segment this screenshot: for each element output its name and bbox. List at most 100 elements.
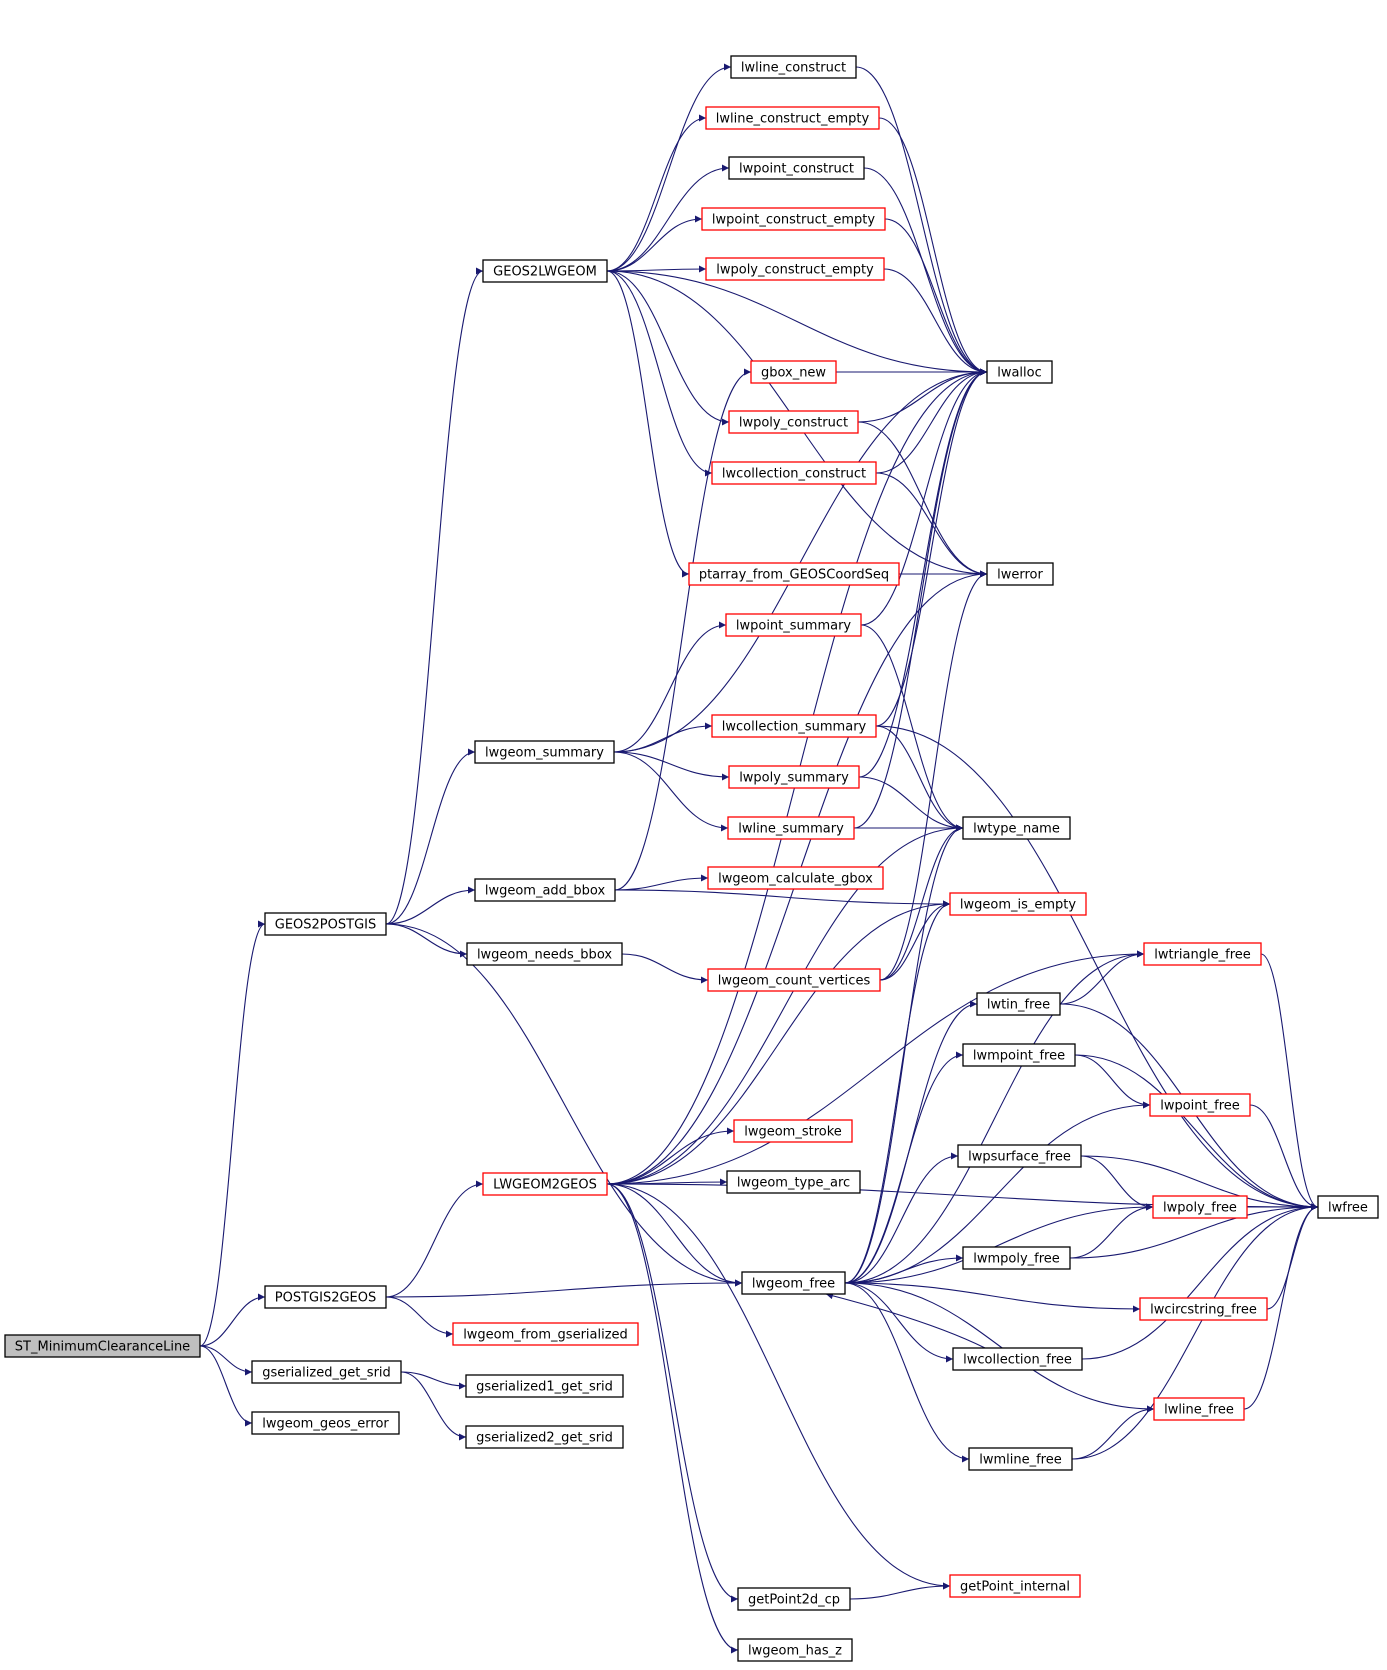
node-lwcollection_construct[interactable]: lwcollection_construct	[711, 461, 877, 485]
edge-LWGEOM2GEOS-to-lwgeom_free	[606, 1183, 743, 1287]
node-lwpoly_free[interactable]: lwpoly_free	[1152, 1195, 1248, 1219]
node-box	[711, 461, 877, 485]
node-label: lwpoly_summary	[739, 771, 849, 786]
node-getPoint_internal[interactable]: getPoint_internal	[949, 1574, 1081, 1598]
node-LWGEOM2GEOS[interactable]: LWGEOM2GEOS	[482, 1172, 608, 1196]
edge-lwtriangle_free-to-lwfree	[1260, 953, 1319, 1211]
node-ptarray_from_GEOSCoordSeq[interactable]: ptarray_from_GEOSCoordSeq	[688, 562, 900, 586]
node-lwerror[interactable]: lwerror	[986, 562, 1054, 586]
node-lwfree[interactable]: lwfree	[1317, 1195, 1379, 1219]
node-lwtriangle_free[interactable]: lwtriangle_free	[1143, 942, 1262, 966]
node-lwgeom_stroke[interactable]: lwgeom_stroke	[733, 1119, 853, 1143]
edge-lwgeom_summary-to-lwalloc	[613, 368, 988, 753]
node-lwgeom_needs_bbox[interactable]: lwgeom_needs_bbox	[466, 942, 623, 966]
node-label: LWGEOM2GEOS	[493, 1178, 597, 1193]
edge-lwgeom_free-to-lwpoly_free	[844, 1203, 1154, 1284]
node-gserialized2_get_srid[interactable]: gserialized2_get_srid	[465, 1425, 624, 1449]
node-lwcircstring_free[interactable]: lwcircstring_free	[1139, 1297, 1268, 1321]
edge-lwline_construct-to-lwalloc	[855, 66, 988, 376]
node-POSTGIS2GEOS[interactable]: POSTGIS2GEOS	[264, 1285, 387, 1309]
node-lwgeom_type_arc[interactable]: lwgeom_type_arc	[726, 1170, 861, 1194]
node-gbox_new[interactable]: gbox_new	[750, 360, 837, 384]
node-lwgeom_calculate_gbox[interactable]: lwgeom_calculate_gbox	[707, 866, 884, 890]
node-lwpoint_construct_empty[interactable]: lwpoint_construct_empty	[701, 207, 886, 231]
node-box	[949, 892, 1087, 916]
node-lwline_summary[interactable]: lwline_summary	[727, 816, 855, 840]
node-lwmpoint_free[interactable]: lwmpoint_free	[962, 1043, 1076, 1067]
node-gserialized_get_srid[interactable]: gserialized_get_srid	[251, 1360, 402, 1384]
node-label: lwpoint_summary	[736, 619, 852, 634]
node-box	[4, 1334, 201, 1358]
edge-lwgeom_count_vertices-to-lwgeom_is_empty	[879, 900, 951, 981]
edge-lwgeom_free-to-lwgeom_is_empty	[844, 900, 951, 1284]
edge-GEOS2LWGEOM-to-ptarray_from_GEOSCoordSeq	[606, 270, 690, 578]
node-ST_MinimumClearanceLine[interactable]: ST_MinimumClearanceLine	[4, 1334, 201, 1358]
node-label: ST_MinimumClearanceLine	[15, 1340, 190, 1355]
edge-LWGEOM2GEOS-to-getPoint2d_cp	[606, 1183, 739, 1603]
node-lwcollection_summary[interactable]: lwcollection_summary	[711, 714, 877, 738]
node-label: lwgeom_summary	[485, 746, 604, 761]
node-label: lwline_construct	[741, 61, 846, 76]
node-GEOS2LWGEOM[interactable]: GEOS2LWGEOM	[482, 259, 608, 283]
node-box	[482, 259, 608, 283]
node-lwgeom_from_gserialized[interactable]: lwgeom_from_gserialized	[452, 1322, 639, 1346]
node-lwgeom_has_z[interactable]: lwgeom_has_z	[737, 1638, 853, 1662]
node-box	[725, 613, 862, 637]
node-box	[707, 866, 884, 890]
node-box	[737, 1638, 853, 1662]
node-lwline_free[interactable]: lwline_free	[1153, 1397, 1245, 1421]
node-lwalloc[interactable]: lwalloc	[986, 360, 1053, 384]
node-lwgeom_free[interactable]: lwgeom_free	[741, 1271, 846, 1295]
node-box	[949, 1574, 1081, 1598]
node-lwline_construct[interactable]: lwline_construct	[730, 55, 857, 79]
node-lwpoint_summary[interactable]: lwpoint_summary	[725, 613, 862, 637]
node-box	[688, 562, 900, 586]
node-lwgeom_add_bbox[interactable]: lwgeom_add_bbox	[474, 878, 616, 902]
edge-lwgeom_needs_bbox-to-lwgeom_count_vertices	[621, 953, 709, 984]
node-box	[1143, 942, 1262, 966]
node-lwpsurface_free[interactable]: lwpsurface_free	[957, 1144, 1082, 1168]
edge-LWGEOM2GEOS-to-getPoint_internal	[606, 1183, 951, 1590]
edge-lwmpoint_free-to-lwfree	[1074, 1054, 1319, 1211]
node-lwline_construct_empty[interactable]: lwline_construct_empty	[705, 106, 880, 130]
edge-GEOS2POSTGIS-to-GEOS2LWGEOM	[385, 267, 484, 925]
node-getPoint2d_cp[interactable]: getPoint2d_cp	[737, 1587, 851, 1611]
node-lwpoint_free[interactable]: lwpoint_free	[1149, 1093, 1251, 1117]
node-label: lwcircstring_free	[1150, 1303, 1257, 1318]
node-lwmpoly_free[interactable]: lwmpoly_free	[962, 1246, 1071, 1270]
node-box	[251, 1360, 402, 1384]
node-box	[452, 1322, 639, 1346]
node-lwgeom_geos_error[interactable]: lwgeom_geos_error	[251, 1411, 400, 1435]
node-lwpoly_construct_empty[interactable]: lwpoly_construct_empty	[705, 257, 885, 281]
edge-lwmline_free-to-lwline_free	[1071, 1405, 1155, 1460]
node-box	[986, 562, 1054, 586]
edge-lwgeom_add_bbox-to-lwgeom_is_empty	[614, 889, 951, 908]
edge-GEOS2POSTGIS-to-lwgeom_free	[385, 923, 743, 1287]
node-box	[952, 1347, 1083, 1371]
node-gserialized1_get_srid[interactable]: gserialized1_get_srid	[465, 1374, 624, 1398]
node-lwgeom_count_vertices[interactable]: lwgeom_count_vertices	[707, 968, 881, 992]
node-lwgeom_is_empty[interactable]: lwgeom_is_empty	[949, 892, 1087, 916]
edge-lwgeom_free-to-lwmpoint_free	[844, 1051, 964, 1284]
node-lwpoly_construct[interactable]: lwpoly_construct	[728, 410, 859, 434]
node-lwgeom_summary[interactable]: lwgeom_summary	[474, 740, 615, 764]
node-label: lwgeom_add_bbox	[485, 884, 606, 899]
edge-lwgeom_add_bbox-to-gbox_new	[614, 368, 752, 891]
edge-lwcollection_summary-to-lwtype_name	[875, 725, 964, 832]
node-label: lwtin_free	[987, 998, 1050, 1013]
node-box	[1139, 1297, 1268, 1321]
node-label: GEOS2POSTGIS	[275, 918, 376, 933]
node-lwtype_name[interactable]: lwtype_name	[962, 816, 1071, 840]
node-GEOS2POSTGIS[interactable]: GEOS2POSTGIS	[264, 912, 387, 936]
node-lwcollection_free[interactable]: lwcollection_free	[952, 1347, 1083, 1371]
node-lwpoly_summary[interactable]: lwpoly_summary	[728, 765, 860, 789]
node-label: lwcollection_summary	[722, 720, 867, 735]
edge-GEOS2LWGEOM-to-lwcollection_construct	[606, 270, 713, 477]
edge-lwcollection_summary-to-lwfree	[875, 725, 1319, 1211]
edge-GEOS2POSTGIS-to-lwgeom_add_bbox	[385, 886, 476, 925]
node-label: getPoint2d_cp	[748, 1593, 840, 1608]
node-label: lwpsurface_free	[968, 1150, 1071, 1165]
node-lwmline_free[interactable]: lwmline_free	[968, 1447, 1073, 1471]
node-lwpoint_construct[interactable]: lwpoint_construct	[728, 156, 865, 180]
node-lwtin_free[interactable]: lwtin_free	[976, 992, 1061, 1016]
